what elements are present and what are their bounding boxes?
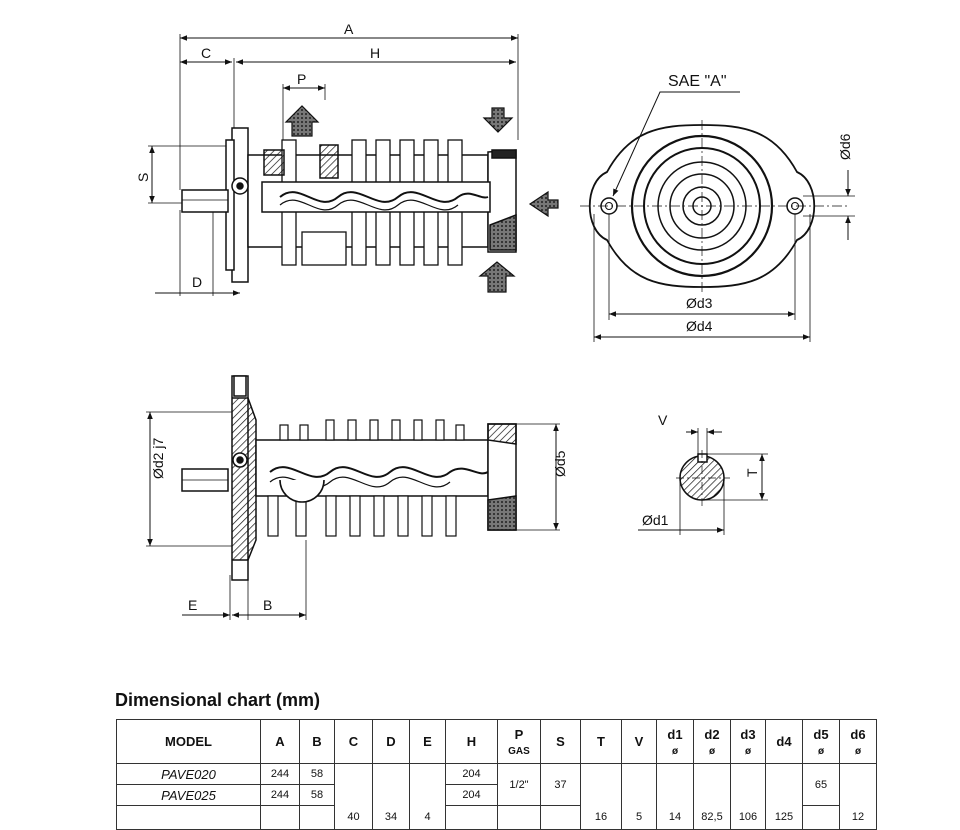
header-d2-sub: ø — [708, 745, 716, 757]
label-H: H — [370, 45, 380, 61]
label-d3: Ød3 — [686, 295, 713, 311]
cell-A: 244 — [260, 784, 300, 806]
header-P-label: P — [514, 726, 524, 742]
cell-empty — [260, 805, 300, 830]
header-d6-label: d6 — [850, 726, 866, 742]
header-model: MODEL — [116, 719, 261, 764]
cell-B: 58 — [299, 763, 335, 785]
cell-d2: 82,5 — [693, 763, 731, 830]
label-d1: Ød1 — [642, 512, 669, 528]
header-P: P GAS — [497, 719, 541, 764]
header-T: T — [580, 719, 622, 764]
header-B: B — [299, 719, 335, 764]
header-d6: d6 ø — [839, 719, 877, 764]
chart-title: Dimensional chart (mm) — [115, 690, 321, 710]
side-view-top — [148, 34, 559, 296]
cell-B: 58 — [299, 784, 335, 806]
side-view-bottom-labels: Ød2 j7 Ød5 E B — [150, 438, 568, 613]
front-view-sae — [580, 91, 855, 342]
header-d2-label: d2 — [704, 726, 720, 742]
header-row: MODEL A B C D E H P GAS S T V d1 ø d2 ø d3 ø… — [116, 719, 877, 764]
side-view-bottom — [146, 375, 560, 620]
shaft-section — [638, 428, 768, 535]
label-E: E — [188, 597, 197, 613]
header-D: D — [372, 719, 410, 764]
dimensional-table: MODEL A B C D E H P GAS S T V d1 ø d2 ø d3 ø… — [116, 719, 877, 830]
cell-E: 4 — [409, 763, 446, 830]
header-d5: d5 ø — [802, 719, 840, 764]
header-V: V — [621, 719, 657, 764]
table-row: PAVE020 244 58 40 34 4 204 1/2" 37 16 5 … — [116, 763, 877, 830]
header-d3-sub: ø — [744, 745, 752, 757]
header-H: H — [445, 719, 498, 764]
header-d1-sub: ø — [671, 745, 679, 757]
front-view-labels: SAE "A" Ød6 Ød3 Ød4 — [668, 73, 853, 334]
label-d2: Ød2 j7 — [150, 438, 166, 479]
cell-d3: 106 — [730, 763, 766, 830]
cell-empty — [445, 805, 498, 830]
cell-P: 1/2" — [497, 763, 541, 806]
header-d3: d3 ø — [730, 719, 766, 764]
label-d6: Ød6 — [837, 133, 853, 160]
label-S: S — [135, 173, 151, 182]
cell-d4: 125 — [765, 763, 803, 830]
header-C: C — [334, 719, 373, 764]
cell-C: 40 — [334, 763, 373, 830]
cell-model: PAVE020 — [116, 763, 261, 785]
table-row: PAVE025 244 58 204 — [116, 784, 877, 806]
header-E: E — [409, 719, 446, 764]
cell-d5: 65 — [802, 763, 840, 806]
cell-H: 204 — [445, 763, 498, 785]
header-A: A — [260, 719, 300, 764]
label-d4: Ød4 — [686, 318, 713, 334]
label-d5: Ød5 — [552, 450, 568, 477]
header-d5-sub: ø — [817, 745, 825, 757]
technical-drawing: A C H P S D SAE "A" Ø — [135, 21, 855, 620]
cell-V: 5 — [621, 763, 657, 830]
shaft-section-labels: V T Ød1 — [642, 412, 760, 528]
cell-S: 37 — [540, 763, 581, 806]
cell-d1: 14 — [656, 763, 694, 830]
header-d1-label: d1 — [667, 726, 683, 742]
label-sae: SAE "A" — [668, 73, 727, 90]
cell-A: 244 — [260, 763, 300, 785]
header-P-sub: GAS — [508, 745, 530, 757]
cell-empty — [116, 805, 261, 830]
header-d4: d4 — [765, 719, 803, 764]
header-d2: d2 ø — [693, 719, 731, 764]
header-d3-label: d3 — [740, 726, 756, 742]
label-T: T — [744, 468, 760, 477]
cell-empty — [497, 805, 541, 830]
label-D: D — [192, 274, 202, 290]
cell-empty — [802, 805, 840, 830]
cell-model: PAVE025 — [116, 784, 261, 806]
cell-T: 16 — [580, 763, 622, 830]
label-P: P — [297, 71, 306, 87]
header-d5-label: d5 — [813, 726, 829, 742]
cell-D: 34 — [372, 763, 410, 830]
label-A: A — [344, 21, 354, 37]
label-B: B — [263, 597, 272, 613]
cell-empty — [299, 805, 335, 830]
header-S: S — [540, 719, 581, 764]
label-C: C — [201, 45, 211, 61]
header-d1: d1 ø — [656, 719, 694, 764]
header-d6-sub: ø — [854, 745, 862, 757]
label-V: V — [658, 412, 668, 428]
cell-H: 204 — [445, 784, 498, 806]
side-view-top-labels: A C H P S D — [135, 21, 380, 290]
cell-empty — [540, 805, 581, 830]
cell-d6: 12 — [839, 763, 877, 830]
